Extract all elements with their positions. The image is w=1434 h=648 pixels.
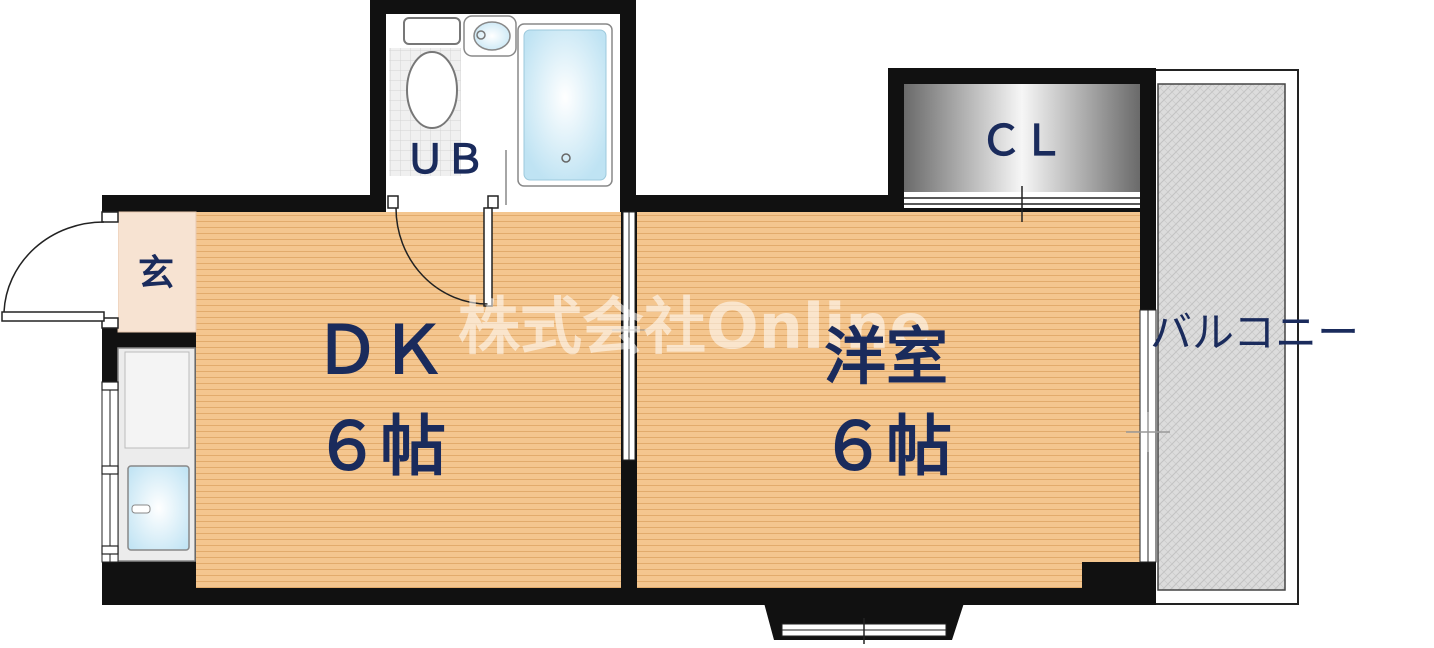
partition-wall (612, 211, 646, 588)
kitchen-window (101, 381, 119, 563)
unit-bath (386, 14, 620, 212)
balcony-window (1126, 309, 1170, 563)
closet-label: ＣＬ (979, 116, 1064, 165)
balcony (1154, 69, 1299, 605)
watermark-text: 株式会社Online (458, 290, 932, 363)
entrance-door (1, 211, 119, 329)
dk-name-label: ＤＫ (314, 312, 446, 389)
balcony-label: バルコニー (1150, 308, 1360, 357)
western-floor (637, 212, 1142, 590)
dk-size-label: ６帖 (314, 408, 446, 485)
unit-bath-label: ＵＢ (405, 137, 485, 183)
kitchen-counter (117, 347, 196, 562)
entrance-label: 玄 (137, 253, 174, 294)
western-size-label: ６帖 (820, 408, 952, 485)
western-name-label: 洋室 (823, 320, 948, 393)
dk-floor (120, 212, 621, 589)
bay-window (781, 618, 947, 644)
bath-door (386, 195, 499, 307)
entrance-area (117, 211, 197, 333)
closet (904, 84, 1140, 222)
